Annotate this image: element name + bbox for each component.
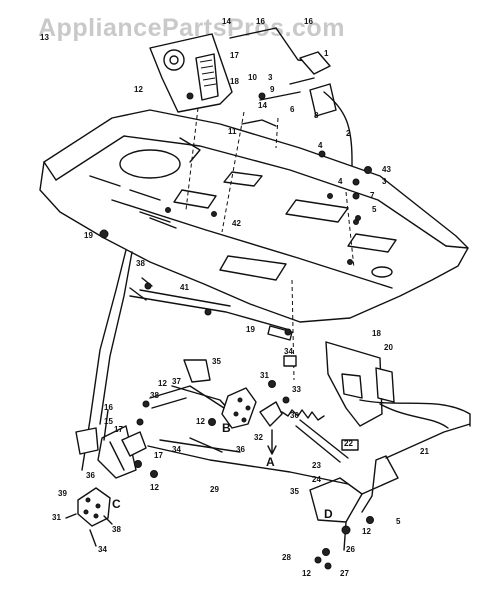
callout: 30 [290,411,299,420]
callout: 34 [172,445,181,454]
callout: 34 [98,545,107,554]
callout: 2 [346,129,351,138]
callout: 33 [292,385,301,394]
callout: 16 [304,17,313,26]
callout: 4 [338,177,343,186]
shift-bracket-plate [149,33,233,113]
cone-32 [259,401,283,427]
spring-30 [281,409,325,421]
callout-labels: 13 14 16 16 1 17 18 12 3 14 6 8 11 2 4 4… [40,17,429,578]
callout: 22 [344,439,353,448]
section-letter-C: C [112,497,121,511]
callout: 31 [52,513,61,522]
section-letter-B: B [222,421,231,435]
callout: 18 [372,329,381,338]
control-rod-2 [323,91,353,189]
callout: 8 [314,111,319,120]
callout: 3 [268,73,273,82]
callout: 16 [104,403,113,412]
brake-rod-21 [359,399,471,459]
callout: 17 [154,451,163,460]
callout: 41 [180,283,189,292]
callout: 38 [112,525,121,534]
callout: 13 [40,33,49,42]
callout: 29 [210,485,219,494]
rod-41 [129,295,291,331]
rod-37 [149,385,225,409]
callout: 12 [196,417,205,426]
callout: 6 [290,105,295,114]
callout: 35 [212,357,221,366]
callout: 39 [58,489,67,498]
callout: 24 [312,475,321,484]
rod-29 [147,445,349,485]
callout: 35 [290,487,299,496]
callout: 32 [254,433,263,442]
callout: 10 [248,73,257,82]
callout: 14 [258,101,267,110]
link-11 [241,119,277,127]
shift-knob [299,51,331,75]
section-letter-D: D [324,507,333,521]
callout: 27 [340,569,349,578]
callout: 14 [222,17,231,26]
left-bracket [75,427,99,455]
callout: 12 [302,569,311,578]
callout: 37 [172,377,181,386]
callout: 21 [420,447,429,456]
callout: 12 [150,483,159,492]
rod-23 [299,419,349,459]
callout: 12 [134,85,143,94]
lever-grip-8 [309,83,337,117]
callout: 38 [150,391,159,400]
callout: 34 [284,347,293,356]
callout: 28 [282,553,291,562]
callout: 3 [382,177,387,186]
pulley-C [77,487,111,527]
callout: 5 [396,517,401,526]
callout: 36 [236,445,245,454]
section-letter-A: A [266,455,275,469]
callout: 7 [370,191,375,200]
callout: 5 [372,205,377,214]
callout: 15 [104,417,113,426]
callout: 38 [136,259,145,268]
clip-19 [267,325,293,341]
callout: 16 [256,17,265,26]
callout: 9 [270,85,275,94]
watermark: AppliancePartsPros.com [38,14,345,42]
callout: 18 [230,77,239,86]
callout: 23 [312,461,321,470]
bracket-35 [183,359,211,383]
callout: 19 [246,325,255,334]
callout: 42 [232,219,241,228]
callout: 12 [362,527,371,536]
callout: 11 [228,127,237,136]
callout: 43 [382,165,391,174]
rod-22 [341,439,359,451]
callout: 19 [84,231,93,240]
callout: 20 [384,343,393,352]
callout: 4 [318,141,323,150]
callout: 17 [114,425,123,434]
callout: 17 [230,51,239,60]
callout: 36 [86,471,95,480]
callout: 31 [260,371,269,380]
fender-pan [39,109,469,323]
pulley-B [221,387,257,429]
callout: 1 [324,49,329,58]
callout: 12 [158,379,167,388]
callout: 26 [346,545,355,554]
pedal-bracket-D [309,477,363,523]
